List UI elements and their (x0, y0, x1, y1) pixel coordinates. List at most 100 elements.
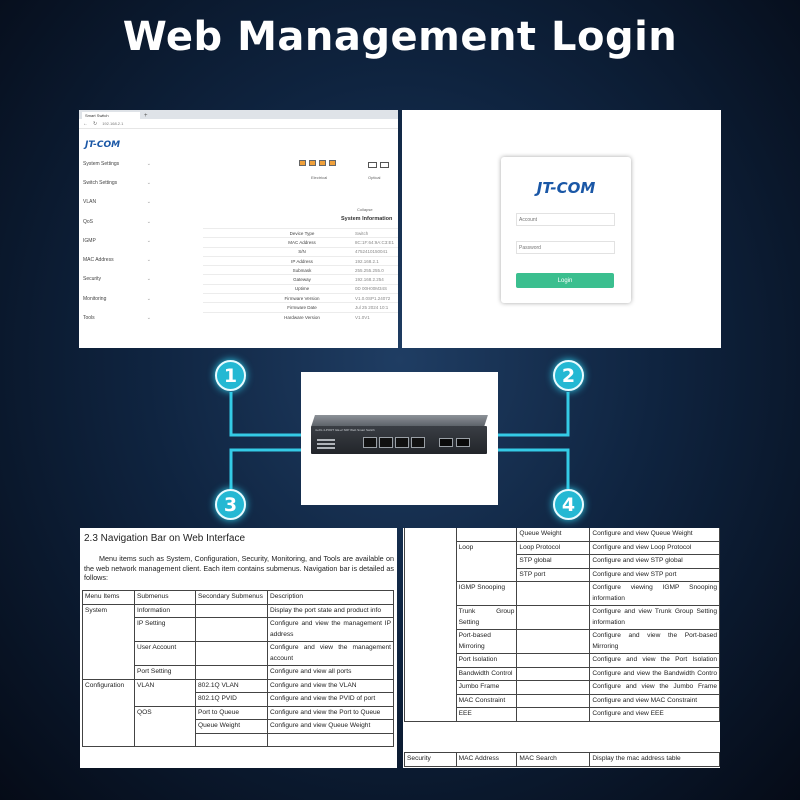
led-indicator (317, 443, 335, 445)
sfp-port-icon[interactable] (380, 162, 389, 168)
table-cell: Port Isolation (455, 653, 518, 668)
chevron-down-icon: ⌄ (146, 276, 151, 283)
table-cell: Loop Protocol (516, 540, 591, 555)
headline: Web Management Login (122, 14, 678, 60)
table-cell (516, 653, 591, 668)
sysinfo-key: S/N (203, 246, 353, 257)
table-row (83, 732, 394, 747)
table-row: EEE Configure and view EEE (405, 707, 720, 722)
table-cell: Configure and view the management accoun… (267, 641, 394, 666)
table-cell: System (82, 603, 135, 680)
sidebar-item-label: QoS (83, 218, 94, 225)
callout-3: 3 (215, 489, 246, 520)
sysinfo-value: 8C:1F:64:9A:C3:E1 (353, 237, 398, 248)
electrical-ports-diagram (299, 160, 336, 166)
table-cell (516, 707, 591, 722)
rj45-port (379, 437, 393, 448)
browser-tab[interactable]: Smart Switch (82, 112, 140, 119)
table-cell (195, 603, 268, 618)
table-cell: IGMP Snooping (455, 581, 518, 606)
table-cell: Display the mac address table (589, 752, 720, 767)
sysinfo-key: Hardware Version (203, 311, 353, 322)
sidebar-item-igmp[interactable]: IGMP⌄ (79, 231, 155, 250)
sidebar-item-vlan[interactable]: VLAN⌄ (79, 193, 155, 212)
chevron-down-icon: ⌄ (146, 315, 151, 322)
callout-1: 1 (215, 360, 246, 391)
table-cell (455, 528, 518, 542)
collapse-link[interactable]: Collapse (357, 207, 373, 212)
account-input[interactable] (516, 213, 615, 226)
sidebar-item-label: Monitoring (83, 295, 107, 302)
table-cell: STP global (516, 554, 591, 569)
address-input[interactable]: 192.168.2.1 (102, 121, 124, 126)
sysinfo-key: Uptime (203, 283, 353, 294)
table-row: User Account Configure and view the mana… (83, 641, 394, 666)
connector-2 (498, 392, 570, 437)
port-icon[interactable] (299, 160, 306, 166)
table-cell: Jumbo Frame (455, 680, 518, 695)
sysinfo-value: 4752410150041 (353, 246, 398, 257)
sysinfo-value: V1.0V1 (353, 311, 398, 322)
table-cell: Configure and view EEE (589, 707, 720, 722)
table-row: Configuration VLAN 802.1Q VLAN Configure… (82, 678, 394, 747)
sidebar-item-system-settings[interactable]: System Settings⌄ (79, 154, 155, 173)
sidebar-item-qos[interactable]: QoS⌄ (79, 212, 155, 231)
sidebar-item-label: Tools (83, 315, 95, 322)
reload-icon[interactable]: ↻ (93, 120, 98, 127)
sfp-port-icon[interactable] (368, 162, 377, 168)
table-cell: Configure and view STP global (589, 554, 720, 569)
login-button[interactable]: Login (516, 273, 614, 288)
table-cell: Port to Queue (195, 705, 268, 720)
table-row: Security MAC Address MAC Search Display … (404, 752, 720, 767)
table-row: Bandwidth Control Configure and view the… (405, 666, 720, 681)
sidebar-item-switch-settings[interactable]: Switch Settings⌄ (79, 173, 155, 192)
table-cell: Port-based Mirroring (455, 629, 518, 654)
table-row: Trunk Group Setting Configure and view T… (405, 605, 720, 630)
table-cell: Bandwidth Control (455, 666, 518, 681)
switch-front-panel: 4+2G 4-PORT GE+2 SFP Web Smart Switch (311, 426, 487, 454)
navigation-table-continued: Queue Weight Configure and view Queue We… (404, 528, 720, 722)
sysinfo-value: Switch (353, 227, 398, 238)
connector-1 (229, 392, 301, 437)
sysinfo-key: Firmware Date (203, 302, 353, 313)
table-cell: Configure and view the Port to Queue (267, 705, 394, 720)
sidebar-item-tools[interactable]: Tools ⌄ (79, 308, 155, 327)
table-header-row: Menu Items Submenus Secondary Submenus D… (82, 590, 394, 605)
back-icon[interactable]: ← (83, 120, 88, 127)
switch-web-ui-screenshot: Smart Switch + ← ↻ 192.168.2.1 JT-COM Sy… (79, 110, 398, 348)
port-icon[interactable] (309, 160, 316, 166)
table-cell (267, 732, 394, 747)
table-cell: Configure and view all ports (267, 665, 394, 680)
sfp-port (439, 438, 453, 447)
table-cell: Configure and view the Jumbo Frame (589, 680, 720, 695)
sysinfo-value: 192.168.2.1 (353, 255, 398, 266)
table-cell: Configure viewing IGMP Snooping informat… (589, 581, 720, 606)
port-icon[interactable] (319, 160, 326, 166)
doc-heading: 2.3 Navigation Bar on Web Interface (84, 533, 246, 544)
table-cell: Loop (455, 540, 518, 582)
table-row: IGMP Snooping Configure viewing IGMP Sno… (405, 581, 720, 606)
password-input[interactable] (516, 241, 615, 254)
table-cell: Configure and view STP port (589, 567, 720, 582)
browser-tabbar: Smart Switch + (79, 110, 398, 119)
table-cell: IP Setting (134, 617, 196, 642)
port-icon[interactable] (329, 160, 336, 166)
table-cell: User Account (134, 641, 196, 666)
callout-2: 2 (553, 360, 584, 391)
sidebar-item-security[interactable]: Security⌄ (79, 270, 155, 289)
table-header-cell: Description (267, 590, 394, 605)
chevron-down-icon: ⌄ (146, 179, 151, 186)
chevron-down-icon: ⌄ (146, 295, 151, 302)
sidebar-item-monitoring[interactable]: Monitoring ⌄ (79, 289, 155, 308)
table-cell (516, 693, 591, 708)
table-cell (516, 629, 591, 654)
table-cell: EEE (455, 707, 518, 722)
sidebar-item-mac-address[interactable]: MAC Address⌄ (79, 250, 155, 269)
sfp-port (456, 438, 470, 447)
table-row: Queue Weight Configure and view Queue We… (404, 528, 720, 722)
new-tab-icon[interactable]: + (144, 113, 148, 119)
table-header-cell: Submenus (134, 590, 196, 605)
